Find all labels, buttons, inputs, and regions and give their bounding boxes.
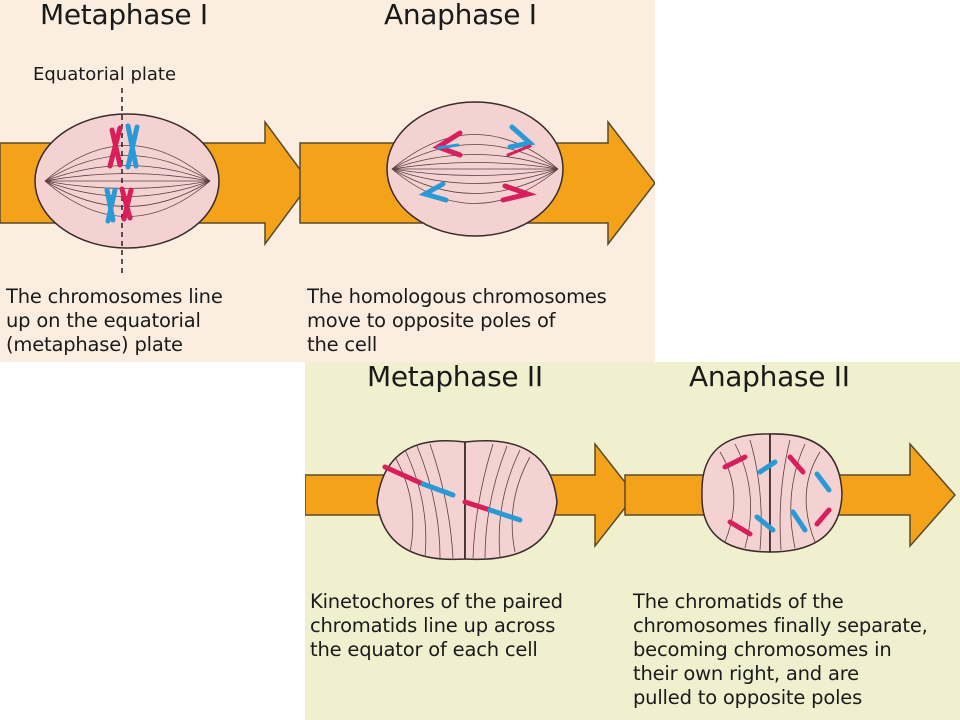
- stage-title-anaphase-1: Anaphase I: [384, 0, 537, 31]
- meiosis-one-diagram: [0, 88, 655, 276]
- stage-caption-anaphase-2: The chromatids of the chromosomes finall…: [633, 590, 928, 709]
- aligned-chromatids: [382, 464, 523, 523]
- chromosome-pair-upper: [107, 123, 140, 170]
- separated-chromosomes: [722, 454, 832, 537]
- meiosis-two-panel: Metaphase II Anaphase II Kinetochores of…: [305, 362, 960, 720]
- anaphase-one-cell: [386, 101, 564, 237]
- stage-title-metaphase-2: Metaphase II: [367, 362, 543, 393]
- equatorial-plate-label: Equatorial plate: [33, 64, 177, 85]
- stage-title-metaphase-1: Metaphase I: [40, 0, 208, 31]
- separating-chromosomes: [418, 124, 537, 203]
- stage-caption-metaphase-2: Kinetochores of the paired chromatids li…: [310, 590, 563, 661]
- metaphase-two-cells: [376, 440, 558, 561]
- metaphase-one-cell: [34, 88, 220, 276]
- anaphase-two-cells: [701, 433, 843, 553]
- stage-caption-metaphase-1: The chromosomes line up on the equatoria…: [6, 285, 223, 356]
- meiosis-one-panel: Equatorial plate Metaphase I Anaphase I …: [0, 0, 655, 362]
- stage-title-anaphase-2: Anaphase II: [689, 362, 850, 393]
- chromosome-pair-lower: [104, 186, 134, 224]
- stage-caption-anaphase-1: The homologous chromosomes move to oppos…: [307, 285, 607, 356]
- meiosis-two-diagram: [305, 433, 957, 561]
